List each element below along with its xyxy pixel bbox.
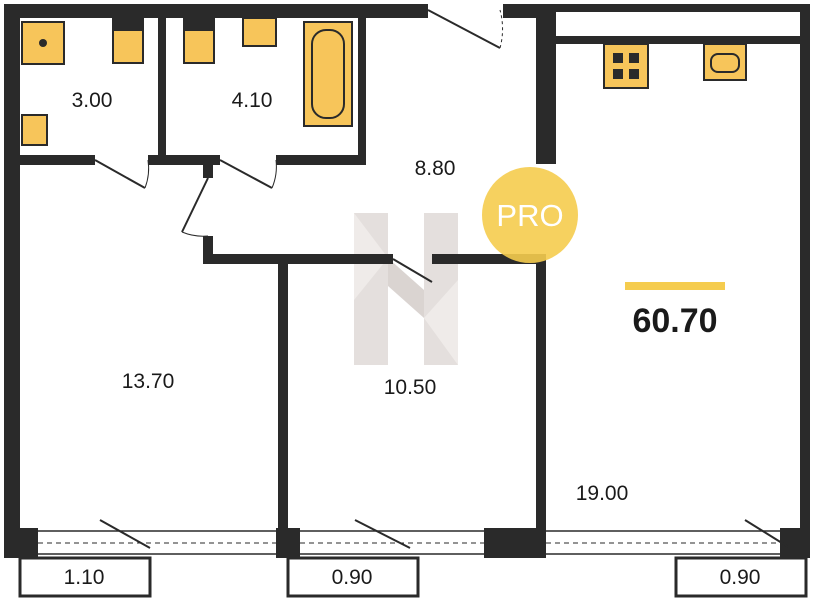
walls (4, 4, 810, 558)
room-area-bedroom-middle: 10.50 (384, 376, 437, 399)
doors (94, 9, 791, 549)
room-area-bathroom-small: 3.00 (72, 89, 113, 112)
sink-icon (242, 17, 277, 47)
pro-badge-circle (482, 167, 578, 263)
stove-icon (603, 43, 649, 89)
total-area-bar (625, 282, 725, 290)
balconies (18, 556, 808, 598)
watermark-logo (354, 213, 458, 365)
room-area-bedroom-left: 13.70 (122, 370, 175, 393)
room-area-hallway: 8.80 (415, 157, 456, 180)
balcony-area-middle: 0.90 (332, 566, 373, 589)
room-area-bathroom-large: 4.10 (232, 89, 273, 112)
windows (38, 530, 780, 555)
balcony-area-left: 1.10 (64, 566, 105, 589)
fixtures (21, 17, 747, 146)
total-area: 60.70 (632, 302, 717, 340)
balcony-area-right: 0.90 (720, 566, 761, 589)
pro-badge: PRO (496, 198, 563, 233)
room-area-kitchen-living: 19.00 (576, 482, 629, 505)
sink-icon (21, 114, 48, 146)
